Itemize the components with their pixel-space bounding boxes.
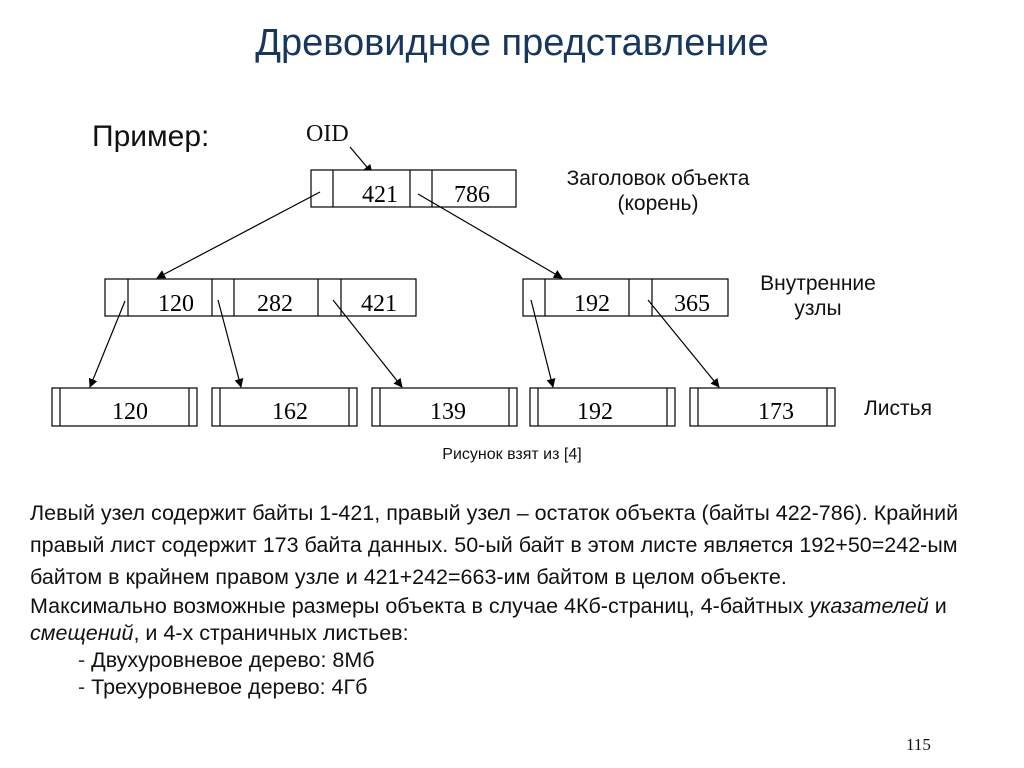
pointer-arrow <box>332 299 403 388</box>
paragraph: Максимально возможные размеры объекта в … <box>30 594 947 645</box>
leaf-node: 139 <box>371 387 518 427</box>
leaves-label: Листья <box>864 397 932 420</box>
inner-label: узлы <box>794 297 841 320</box>
paragraph: Левый узел содержит байты 1-421, правый … <box>30 501 959 589</box>
leaf-node: 173 <box>689 387 836 427</box>
inner-value: 282 <box>257 291 293 317</box>
inner-value: 421 <box>361 291 397 317</box>
pointer-arrow <box>647 299 720 388</box>
leaf-value: 139 <box>430 399 466 425</box>
page-number: 115 <box>906 735 931 754</box>
pointer-arrow <box>156 191 321 279</box>
pointer-arrow <box>88 300 126 388</box>
example-label: Пример: <box>92 120 209 153</box>
leaf-node: 192 <box>529 387 676 427</box>
inner-value: 365 <box>674 291 710 317</box>
leaf-value: 162 <box>272 399 308 425</box>
pointer-arrow <box>530 299 556 388</box>
pointer-arrow <box>417 193 563 279</box>
pointer-arrow <box>217 299 244 388</box>
root-value: 421 <box>362 182 398 208</box>
tree-diagram: Пример: OID 421 786 120 282 421 192 365 … <box>51 120 932 463</box>
oid-arrow <box>349 146 373 174</box>
leaf-value: 173 <box>758 399 794 425</box>
inner-label: Внутренние <box>760 272 876 295</box>
inner-value: 120 <box>158 291 194 317</box>
page-title: Древовидное представление <box>255 22 769 64</box>
inner-node-left: 120 282 421 <box>104 278 417 317</box>
bullet-item: -Трехуровневое дерево: 4Гб <box>78 675 368 699</box>
leaf-node: 162 <box>211 387 358 427</box>
inner-node-right: 192 365 <box>522 278 729 317</box>
root-label: (корень) <box>618 192 699 215</box>
oid-label: OID <box>306 121 349 147</box>
root-node: 421 786 <box>310 169 517 208</box>
inner-value: 192 <box>574 291 610 317</box>
root-label: Заголовок объекта <box>567 167 750 190</box>
leaf-node: 120 <box>51 387 198 427</box>
body-text: Левый узел содержит байты 1-421, правый … <box>30 497 990 701</box>
root-value: 786 <box>454 182 490 208</box>
leaf-value: 192 <box>577 399 613 425</box>
leaf-value: 120 <box>112 399 148 425</box>
figure-caption: Рисунок взят из [4] <box>442 446 581 463</box>
bullet-item: -Двухуровневое дерево: 8Мб <box>78 648 375 672</box>
